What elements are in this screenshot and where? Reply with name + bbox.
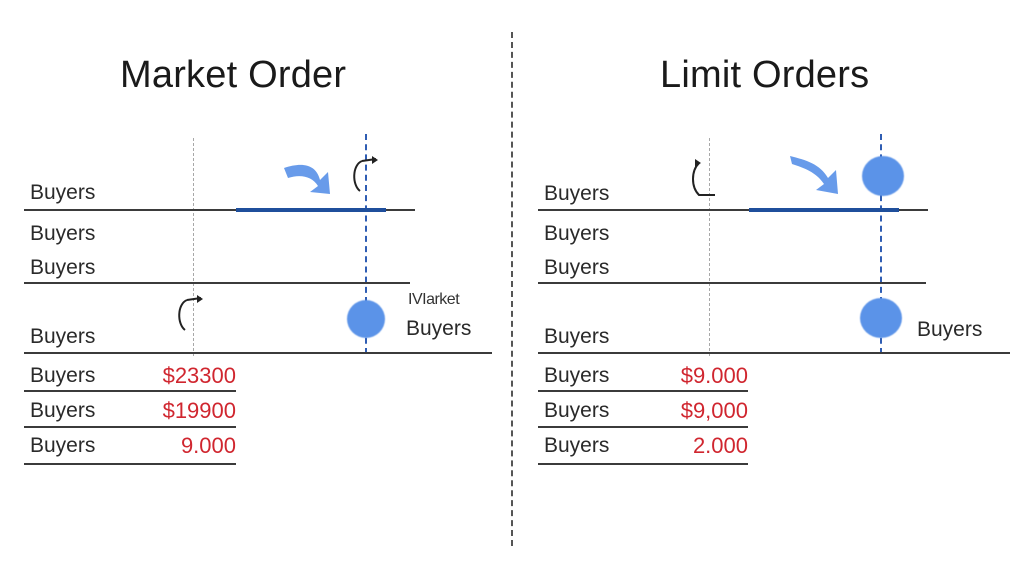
market-row-line	[24, 282, 410, 284]
limit-price-guide	[880, 134, 882, 354]
cursor-hook-icon	[178, 295, 203, 331]
market-price-line	[24, 426, 236, 428]
limit-row-label: Buyers	[544, 182, 610, 205]
panel-divider	[511, 32, 513, 546]
limit-row-label: Buyers	[544, 256, 610, 279]
limit-price-line	[538, 463, 748, 465]
market-order-panel: Market Order Buyers Buyers Buyers Buyers…	[0, 0, 510, 568]
market-price-line	[24, 463, 236, 465]
curved-arrow-icon	[790, 156, 838, 194]
limit-side-label: Buyers	[917, 318, 983, 341]
market-price-line	[24, 390, 236, 392]
market-side-note: IVIarket	[408, 291, 460, 308]
market-row-label: Buyers	[30, 222, 96, 245]
market-order-bar	[236, 208, 386, 212]
limit-guide-line	[709, 138, 710, 356]
market-lower-label: Buyers	[30, 399, 96, 422]
blue-marker-dot	[862, 156, 904, 196]
blue-marker-dot	[860, 298, 902, 338]
market-row-line	[24, 352, 492, 354]
limit-price: $9.000	[680, 363, 748, 388]
cursor-hook-icon	[353, 156, 378, 192]
market-price: 9.000	[180, 433, 236, 458]
limit-lower-label: Buyers	[544, 364, 610, 387]
market-title: Market Order	[120, 54, 347, 96]
limit-row-line	[538, 209, 928, 211]
limit-row-line	[538, 352, 1010, 354]
market-price: $19900	[162, 398, 236, 423]
limit-price-line	[538, 390, 748, 392]
limit-row-label: Buyers	[544, 325, 610, 348]
market-lower-label: Buyers	[30, 434, 96, 457]
limit-order-bar	[749, 208, 899, 212]
limit-lower-label: Buyers	[544, 434, 610, 457]
limit-title: Limit Orders	[660, 54, 870, 96]
limit-row-line	[538, 282, 926, 284]
market-lower-label: Buyers	[30, 364, 96, 387]
limit-row-label: Buyers	[544, 222, 610, 245]
market-row-label: Buyers	[30, 181, 96, 204]
market-price-guide	[365, 134, 367, 354]
market-row-label: Buyers	[30, 256, 96, 279]
limit-orders-panel: Limit Orders Buyers Buyers Buyers Buyers…	[514, 0, 1024, 568]
market-row-label: Buyers	[30, 325, 96, 348]
cursor-hook-icon	[692, 159, 715, 196]
market-price: $23300	[162, 363, 236, 388]
limit-price: $9,000	[680, 398, 748, 423]
market-row-line	[24, 209, 415, 211]
market-side-label: Buyers	[406, 317, 472, 340]
market-guide-line	[193, 138, 194, 356]
curved-arrow-icon	[284, 164, 330, 194]
limit-price: 2.000	[692, 433, 748, 458]
limit-lower-label: Buyers	[544, 399, 610, 422]
limit-price-line	[538, 426, 748, 428]
blue-marker-dot	[347, 300, 385, 338]
